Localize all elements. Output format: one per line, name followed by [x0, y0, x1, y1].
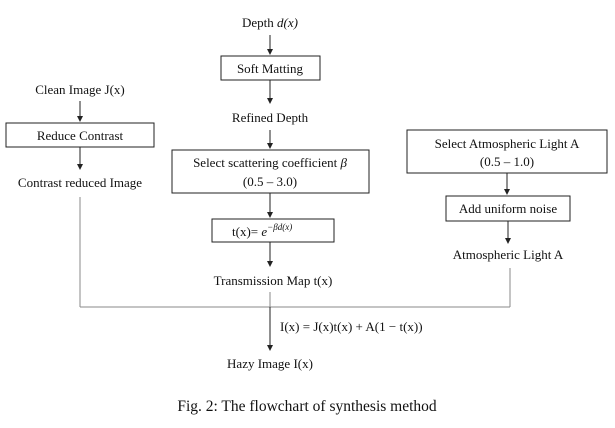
refined-depth-label: Refined Depth: [232, 110, 309, 125]
clean-image-label: Clean Image J(x): [35, 82, 125, 97]
transmission-formula-box: [211, 218, 335, 243]
transmission-formula-label: t(x)= e−βd(x): [232, 222, 292, 239]
atmospheric-light-label: Atmospheric Light A: [453, 247, 564, 262]
reduce-contrast-label: Reduce Contrast: [37, 128, 124, 143]
atmospheric-light-select-box: [406, 129, 608, 174]
scattering-coefficient-box: [171, 149, 370, 194]
soft-matting-label: Soft Matting: [237, 61, 304, 76]
transmission-map-label: Transmission Map t(x): [214, 273, 333, 288]
atmospheric-light-range-label: (0.5 – 1.0): [480, 154, 534, 169]
synthesis-equation: I(x) = J(x)t(x) + A(1 − t(x)): [280, 319, 423, 334]
atmospheric-light-select-label: Select Atmospheric Light A: [435, 136, 580, 151]
scattering-coefficient-label: Select scattering coefficient β: [193, 155, 347, 170]
depth-label: Depth d(x): [242, 15, 298, 30]
hazy-image-label: Hazy Image I(x): [227, 356, 313, 371]
figure-caption: Fig. 2: The flowchart of synthesis metho…: [177, 398, 437, 415]
uniform-noise-label: Add uniform noise: [459, 201, 557, 216]
contrast-reduced-label: Contrast reduced Image: [18, 175, 142, 190]
scattering-range-label: (0.5 – 3.0): [243, 174, 297, 189]
reduce-contrast-box: [5, 122, 155, 148]
